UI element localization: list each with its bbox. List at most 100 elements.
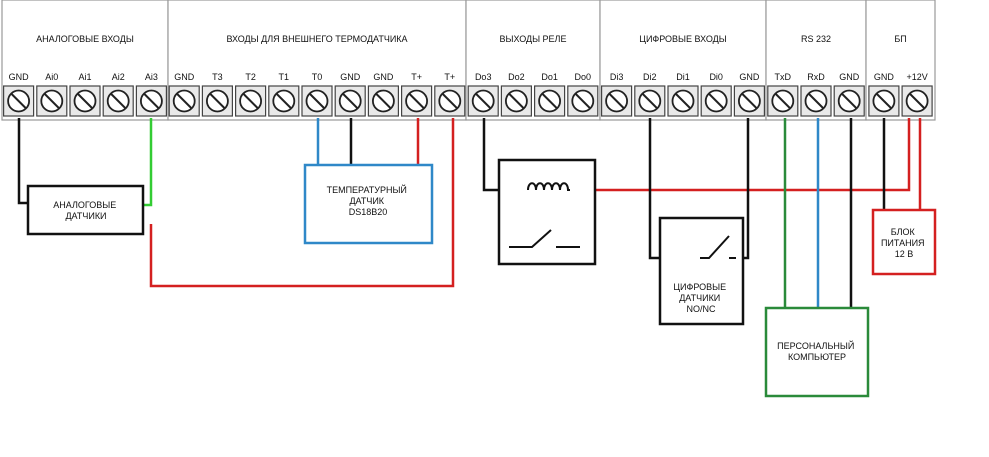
terminal-screw-icon[interactable] [36,85,68,117]
panel-analog-title: АНАЛОГОВЫЕ ВХОДЫ [36,34,134,44]
terminal-screw-icon[interactable] [301,85,333,117]
terminal-screw-icon[interactable] [868,85,900,117]
terminal-screw-icon[interactable] [901,85,933,117]
wire-analog-tplus [149,118,455,288]
panel-relay-title: ВЫХОДЫ РЕЛЕ [500,34,567,44]
pin-label-analog-0: GND [9,72,30,82]
power-supply-label: БЛОК ПИТАНИЯ 12 В [881,227,927,259]
terminal-screw-icon[interactable] [533,85,566,117]
pin-label-rs232-1: RxD [807,72,825,82]
temp-sensor-label: ТЕМПЕРАТУРНЫЙ ДАТЧИК DS18B20 [327,184,410,217]
panel-digital: ЦИФРОВЫЕ ВХОДЫ Di3 Di2 Di1 Di0 GND [599,0,767,121]
panel-analog: АНАЛОГОВЫЕ ВХОДЫ GND Ai0 Ai1 Ai2 Ai3 [1,0,169,121]
digital-switch-icon [700,235,736,259]
wires [17,118,922,308]
terminal-screw-icon[interactable] [800,85,832,117]
terminal-screw-icon[interactable] [401,85,433,117]
terminal-screw-icon[interactable] [667,85,699,117]
panel-digital-title: ЦИФРОВЫЕ ВХОДЫ [639,34,726,44]
computer-line1: ПЕРСОНАЛЬНЫЙ [777,340,854,351]
pin-label-relay-3: Do0 [575,72,592,82]
relay-coil-icon [527,182,570,191]
pin-label-digital-1: Di2 [643,72,657,82]
pin-label-rs232-2: GND [839,72,860,82]
panel-psu: БП GND +12V [865,0,936,121]
pin-label-digital-2: Di1 [676,72,690,82]
pin-label-analog-1: Ai0 [45,72,58,82]
pin-label-thermo-2: T2 [245,72,256,82]
digital-sensors-line3: NO/NC [687,304,717,314]
pin-label-psu-1: +12V [906,72,927,82]
panel-relay: ВЫХОДЫ РЕЛЕ Do3 Do2 Do1 Do0 [465,0,601,121]
pin-label-relay-0: Do3 [475,72,492,82]
analog-sensors-label: АНАЛОГОВЫЕ ДАТЧИКИ [53,200,118,221]
terminal-screw-icon[interactable] [2,85,35,117]
panel-rs232-title: RS 232 [801,34,831,44]
pin-label-thermo-1: T3 [212,72,223,82]
power-supply-box [871,208,937,276]
computer-box [764,306,870,398]
wire-analog-gnd [17,118,28,205]
panel-psu-title: БП [894,34,906,44]
terminal-screw-icon[interactable] [235,85,267,117]
computer-label: ПЕРСОНАЛЬНЫЙ КОМПЬЮТЕР [777,340,857,362]
terminal-screw-icon[interactable] [600,85,633,117]
terminal-screw-icon[interactable] [334,85,366,117]
pin-label-psu-0: GND [874,72,895,82]
power-supply-line2: ПИТАНИЯ [881,238,925,248]
digital-sensors-label: ЦИФРОВЫЕ ДАТЧИКИ NO/NC [673,282,728,314]
terminal-screw-icon[interactable] [69,85,101,117]
terminal-screw-icon[interactable] [733,85,766,117]
terminal-screw-icon[interactable] [767,85,799,117]
pin-label-thermo-4: T0 [312,72,323,82]
pin-label-thermo-8: T+ [444,72,455,82]
terminal-screw-icon[interactable] [567,85,599,117]
terminal-screw-icon[interactable] [201,85,233,117]
terminal-screw-icon[interactable] [135,85,167,117]
digital-sensors-line1: ЦИФРОВЫЕ [673,282,726,292]
temp-sensor-line1: ТЕМПЕРАТУРНЫЙ [327,184,407,195]
power-supply-line3: 12 В [895,249,914,259]
pin-label-thermo-6: GND [373,72,394,82]
digital-sensors-line2: ДАТЧИКИ [679,293,720,303]
pin-label-thermo-3: T1 [279,72,290,82]
terminal-screw-icon[interactable] [268,85,300,117]
pin-label-analog-3: Ai2 [112,72,125,82]
analog-sensors-box [26,184,145,236]
analog-sensors-line1: АНАЛОГОВЫЕ [53,200,116,210]
wire-analog-ai3 [143,118,153,207]
pin-label-thermo-5: GND [340,72,361,82]
analog-sensors-line2: ДАТЧИКИ [65,211,106,221]
pin-label-thermo-0: GND [174,72,195,82]
terminal-screw-icon[interactable] [634,85,666,117]
pin-label-analog-2: Ai1 [78,72,91,82]
computer-line2: КОМПЬЮТЕР [788,352,846,362]
terminal-screw-icon[interactable] [500,85,532,117]
digital-switch-box [658,216,745,326]
terminal-screw-icon[interactable] [467,85,499,117]
terminal-screw-icon[interactable] [833,85,865,117]
temp-sensor-box [303,163,434,245]
power-supply-line1: БЛОК [891,227,916,237]
pin-label-digital-3: Di0 [709,72,723,82]
temp-sensor-line2: ДАТЧИК [349,196,384,206]
pin-label-analog-4: Ai3 [145,72,158,82]
terminal-screw-icon[interactable] [700,85,732,117]
temp-sensor-line3: DS18B20 [349,207,388,217]
pin-label-relay-2: Do1 [541,72,558,82]
terminal-screw-icon[interactable] [434,85,466,117]
terminal-screw-icon[interactable] [168,85,200,117]
pin-label-relay-1: Do2 [508,72,525,82]
pin-label-digital-4: GND [739,72,760,82]
pin-label-thermo-7: T+ [411,72,422,82]
relay-contact-icon [509,229,580,248]
wire-coil-12v [570,118,911,192]
pin-label-digital-0: Di3 [610,72,624,82]
terminal-screw-icon[interactable] [102,85,134,117]
terminal-screw-icon[interactable] [367,85,399,117]
pin-label-rs232-0: TxD [775,72,792,82]
